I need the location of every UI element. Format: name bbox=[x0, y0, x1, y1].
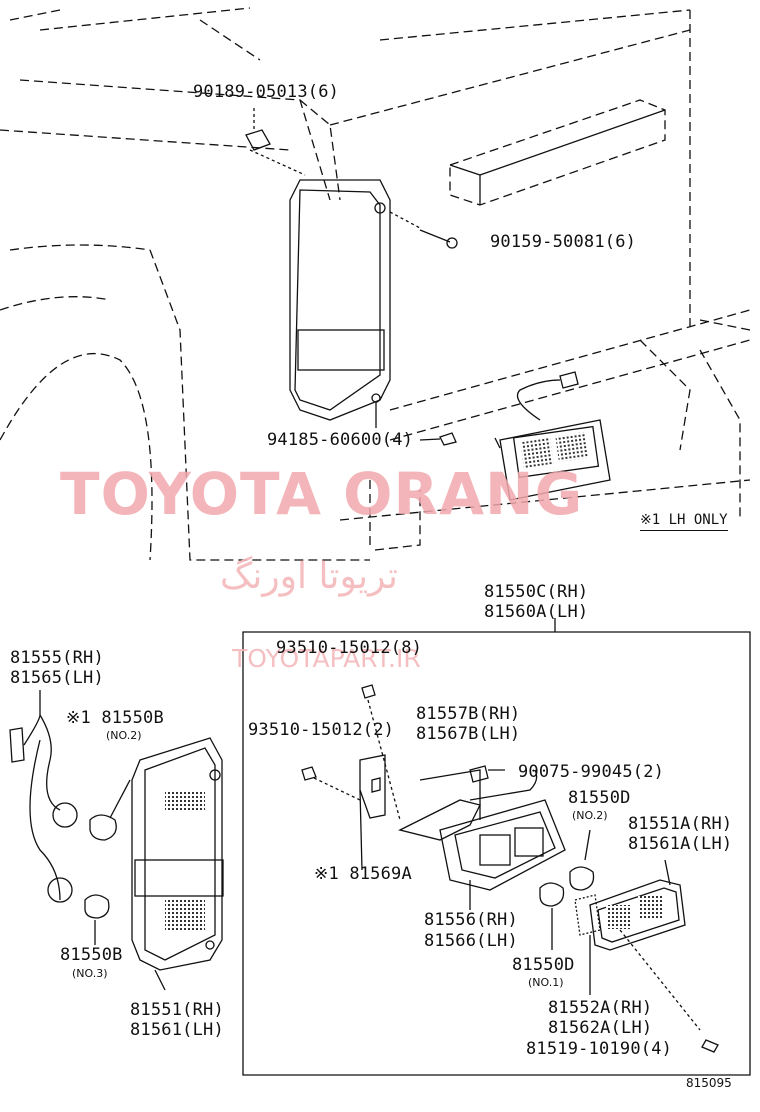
watermark-latin: TOYOTA ORANG bbox=[60, 460, 584, 528]
label-81550b-bottom[interactable]: 81550B bbox=[60, 945, 123, 965]
label-81550d-bottom[interactable]: 81550D bbox=[512, 955, 575, 975]
label-81552a[interactable]: 81552A(RH) bbox=[548, 998, 653, 1018]
label-81551[interactable]: 81551(RH) bbox=[130, 1000, 224, 1020]
label-81550b-top[interactable]: ※1 81550B bbox=[66, 708, 164, 728]
note-lh-only: ※1 LH ONLY bbox=[640, 512, 728, 531]
label-94185[interactable]: 94185-60600(4) bbox=[267, 430, 414, 450]
label-90189[interactable]: 90189-05013(6) bbox=[193, 82, 340, 102]
label-81566[interactable]: 81566(LH) bbox=[424, 931, 518, 951]
label-81519[interactable]: 81519-10190(4) bbox=[526, 1039, 673, 1059]
label-81567b[interactable]: 81567B(LH) bbox=[416, 724, 521, 744]
label-81562a[interactable]: 81562A(LH) bbox=[548, 1018, 653, 1038]
label-93510-a[interactable]: 93510-15012(8) bbox=[276, 638, 423, 658]
label-93510-b[interactable]: 93510-15012(2) bbox=[248, 720, 395, 740]
label-no1: (NO.1) bbox=[528, 976, 564, 989]
label-no3: (NO.3) bbox=[72, 967, 108, 980]
label-81555[interactable]: 81555(RH) bbox=[10, 648, 104, 668]
watermark-site: TOYOTAPART.IR bbox=[232, 644, 421, 673]
label-81556[interactable]: 81556(RH) bbox=[424, 910, 518, 930]
watermark-persian: تریوتا اورنگ bbox=[220, 556, 398, 597]
label-81557b[interactable]: 81557B(RH) bbox=[416, 704, 521, 724]
label-81565[interactable]: 81565(LH) bbox=[10, 668, 104, 688]
label-81561[interactable]: 81561(LH) bbox=[130, 1020, 224, 1040]
diagram-code: 815095 bbox=[686, 1076, 732, 1090]
label-81550d-top[interactable]: 81550D bbox=[568, 788, 631, 808]
label-81569a[interactable]: ※1 81569A bbox=[314, 864, 412, 884]
label-no2-left: (NO.2) bbox=[106, 729, 142, 742]
label-90159[interactable]: 90159-50081(6) bbox=[490, 232, 637, 252]
label-81551a[interactable]: 81551A(RH) bbox=[628, 814, 733, 834]
label-90075[interactable]: 90075-99045(2) bbox=[518, 762, 665, 782]
label-assembly-rh[interactable]: 81550C(RH) bbox=[484, 582, 589, 602]
label-assembly-lh[interactable]: 81560A(LH) bbox=[484, 602, 589, 622]
label-no2-right: (NO.2) bbox=[572, 809, 608, 822]
label-81561a[interactable]: 81561A(LH) bbox=[628, 834, 733, 854]
